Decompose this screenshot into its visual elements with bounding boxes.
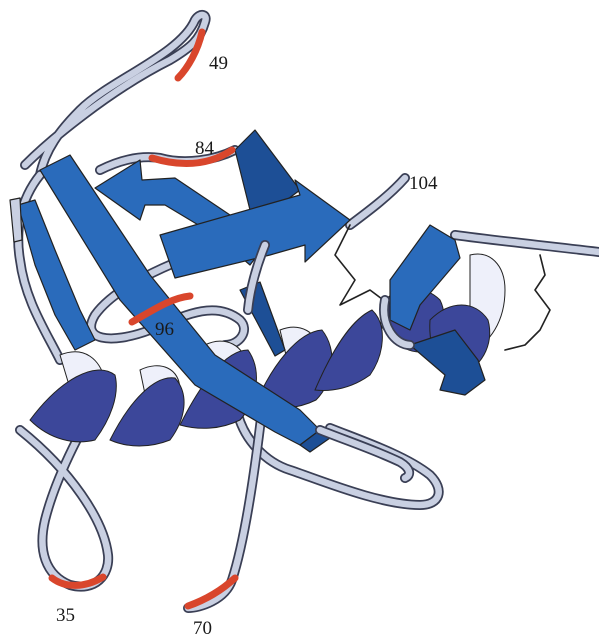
- label-residue-70: 70: [193, 618, 212, 638]
- helix-turn-1: [30, 370, 116, 442]
- label-residue-49: 49: [209, 53, 228, 74]
- label-residue-84: 84: [195, 138, 215, 159]
- label-residue-104: 104: [409, 173, 438, 194]
- label-residue-35: 35: [56, 605, 75, 626]
- label-residue-96: 96: [155, 319, 174, 340]
- coil-back-layer: [18, 15, 599, 608]
- strand-left-edge: [10, 198, 22, 242]
